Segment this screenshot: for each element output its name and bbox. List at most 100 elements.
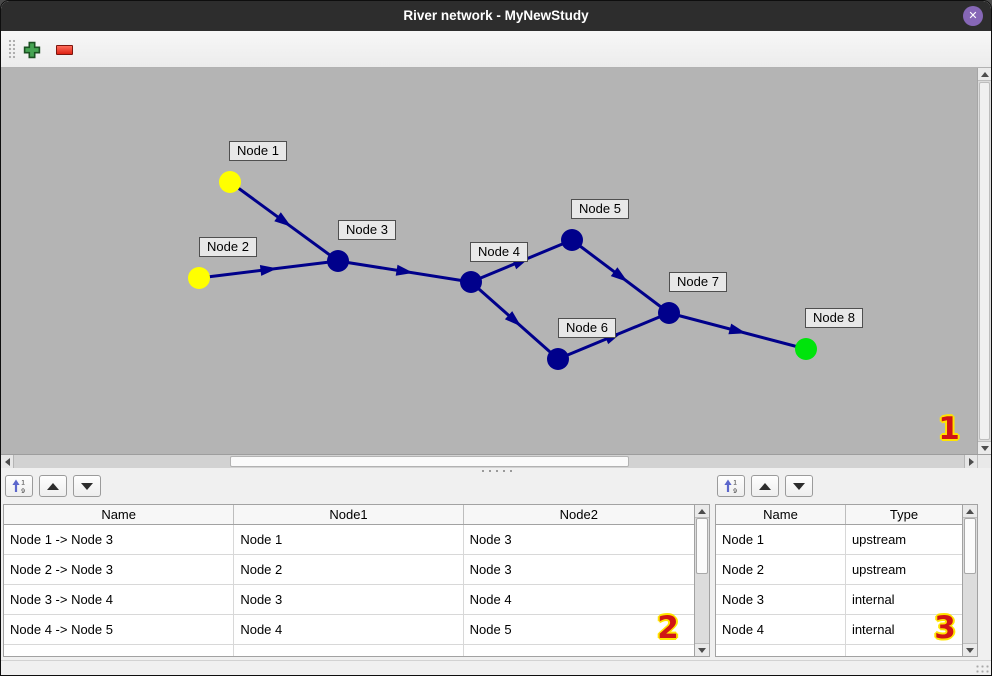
table-cell: Node 4 (234, 615, 464, 644)
scrollbar-thumb[interactable] (230, 456, 629, 467)
window-title: River network - MyNewStudy (403, 8, 589, 23)
edge-arrow-icon (728, 323, 747, 335)
edge-arrow-icon (610, 267, 628, 282)
nodes-table-scrollbar[interactable] (963, 504, 978, 657)
links-table-toolbar: 1 9 (5, 475, 101, 497)
table-row-empty (4, 645, 694, 656)
node-label[interactable]: Node 4 (470, 242, 528, 262)
edge-arrow-icon (504, 311, 522, 327)
table-cell: internal (851, 622, 895, 637)
sort-button[interactable]: 1 9 (717, 475, 745, 497)
table-cell: Node 3 (469, 562, 512, 577)
node-label[interactable]: Node 5 (571, 199, 629, 219)
scroll-up-button[interactable] (695, 505, 709, 518)
scroll-down-button[interactable] (695, 643, 709, 656)
scroll-left-button[interactable] (1, 455, 14, 468)
splitter-grip-icon (482, 470, 512, 472)
up-triangle-icon (759, 482, 771, 490)
scroll-down-button[interactable] (963, 643, 977, 656)
table-header-row: Name Type (716, 505, 962, 525)
node-label[interactable]: Node 6 (558, 318, 616, 338)
network-canvas[interactable]: Node 1 Node 2 Node 3 Node 4 Node 5 Node 6 Node… (1, 68, 979, 454)
canvas-horizontal-scrollbar[interactable] (1, 454, 991, 468)
scroll-up-button[interactable] (978, 68, 991, 81)
edge-arrow-icon (274, 212, 292, 227)
down-triangle-icon (793, 482, 805, 490)
graph-node[interactable] (795, 338, 817, 360)
table-cell: upstream (851, 562, 907, 577)
edge-arrow-icon (395, 264, 414, 276)
table-cell: Node 3 (234, 585, 464, 614)
down-arrow-icon (966, 647, 974, 653)
scrollbar-thumb[interactable] (964, 518, 976, 574)
table-cell: Node 3 (469, 532, 512, 547)
node-label[interactable]: Node 3 (338, 220, 396, 240)
graph-node[interactable] (561, 229, 583, 251)
node-label[interactable]: Node 7 (669, 272, 727, 292)
node-label[interactable]: Node 1 (229, 141, 287, 161)
column-header[interactable]: Type (889, 507, 919, 522)
graph-node[interactable] (658, 302, 680, 324)
column-header[interactable]: Name (716, 505, 846, 524)
up-arrow-icon (698, 508, 706, 514)
down-arrow-icon (980, 445, 989, 451)
up-triangle-icon (47, 482, 59, 490)
node-label[interactable]: Node 8 (805, 308, 863, 328)
node-label[interactable]: Node 2 (199, 237, 257, 257)
graph-node[interactable] (219, 171, 241, 193)
nodes-table-toolbar: 1 9 (717, 475, 813, 497)
scrollbar-thumb[interactable] (696, 518, 708, 574)
table-cell: Node 4 -> Node 5 (4, 615, 235, 644)
column-header[interactable]: Node2 (559, 507, 598, 522)
table-cell: Node 2 -> Node 3 (4, 555, 235, 584)
down-arrow-icon (698, 647, 706, 653)
toolbar-grip[interactable] (8, 39, 15, 60)
links-table-scrollbar[interactable] (695, 504, 710, 657)
sort-button[interactable]: 1 9 (5, 475, 33, 497)
table-cell: Node 2 (716, 555, 846, 584)
titlebar: River network - MyNewStudy ✕ (1, 1, 991, 31)
left-arrow-icon (4, 457, 10, 466)
add-button[interactable] (19, 37, 45, 62)
move-up-button[interactable] (39, 475, 67, 497)
status-bar (1, 660, 991, 675)
canvas-vertical-scrollbar[interactable] (977, 68, 991, 454)
close-button[interactable]: ✕ (963, 6, 983, 26)
move-down-button[interactable] (73, 475, 101, 497)
table-cell (234, 645, 464, 656)
graph-node[interactable] (547, 348, 569, 370)
remove-button[interactable] (51, 37, 77, 62)
column-header[interactable]: Name (4, 505, 235, 524)
table-cell: Node 2 (234, 555, 464, 584)
scroll-up-button[interactable] (963, 505, 977, 518)
close-icon: ✕ (968, 10, 978, 22)
scrollbar-track[interactable] (14, 455, 964, 468)
main-toolbar (1, 31, 991, 68)
pane-splitter[interactable] (1, 468, 991, 472)
graph-node[interactable] (460, 271, 482, 293)
move-up-button[interactable] (751, 475, 779, 497)
graph-node[interactable] (188, 267, 210, 289)
table-cell: internal (851, 592, 895, 607)
move-down-button[interactable] (785, 475, 813, 497)
resize-grip-icon[interactable] (975, 664, 989, 674)
scroll-right-button[interactable] (964, 455, 977, 468)
table-cell (846, 645, 962, 656)
column-header[interactable]: Node1 (234, 505, 464, 524)
scroll-down-button[interactable] (978, 441, 991, 454)
graph-node[interactable] (327, 250, 349, 272)
scrollbar-thumb[interactable] (979, 82, 990, 440)
table-row[interactable]: Node 2 upstream (716, 555, 962, 585)
svg-text:9: 9 (733, 488, 737, 494)
svg-text:1: 1 (21, 479, 25, 486)
